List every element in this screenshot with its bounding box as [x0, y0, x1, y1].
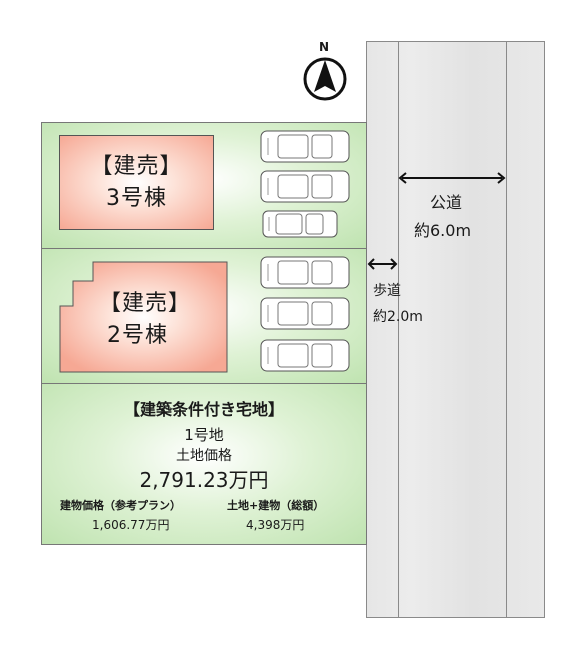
- car-icon: [260, 297, 350, 330]
- house-3-name: 3号棟: [106, 186, 167, 211]
- car-icon: [260, 256, 350, 289]
- sidewalk-width: 約2.0m: [373, 309, 423, 325]
- house-2-name: 2号棟: [107, 323, 168, 348]
- compass-north-label: N: [319, 40, 330, 54]
- road-edge-line-left: [398, 42, 399, 617]
- compass: N: [302, 40, 348, 104]
- land-price: 2,791.23万円: [139, 468, 269, 492]
- compass-icon: [303, 57, 347, 101]
- car-icon: [260, 130, 350, 163]
- lot-1-title: 【建築条件付き宅地】: [123, 400, 284, 419]
- road-edge-line-right: [506, 42, 507, 617]
- house-2-title: 【建売】: [99, 291, 192, 316]
- lot-1-name: 1号地: [184, 426, 224, 444]
- road-label: 公道: [430, 193, 463, 212]
- total-price-label: 土地+建物（総額）: [227, 499, 325, 512]
- car-icon: [260, 170, 350, 203]
- building-price: 1,606.77万円: [92, 518, 170, 532]
- house-3-title: 【建売】: [90, 154, 183, 179]
- house-3: 【建売】 3号棟: [59, 135, 214, 230]
- road-width: 約6.0m: [414, 221, 472, 240]
- car-icon: [262, 210, 338, 238]
- building-price-label: 建物価格（参考プラン）: [60, 499, 181, 512]
- sidewalk-label: 歩道: [373, 283, 401, 299]
- house-2: [59, 261, 228, 373]
- car-icon: [260, 339, 350, 372]
- road-width-arrow: [398, 172, 506, 184]
- land-price-label: 土地価格: [176, 448, 232, 464]
- lot-1: [41, 383, 367, 545]
- total-price: 4,398万円: [246, 518, 305, 532]
- sidewalk-width-arrow: [367, 258, 398, 270]
- public-road: [366, 41, 545, 618]
